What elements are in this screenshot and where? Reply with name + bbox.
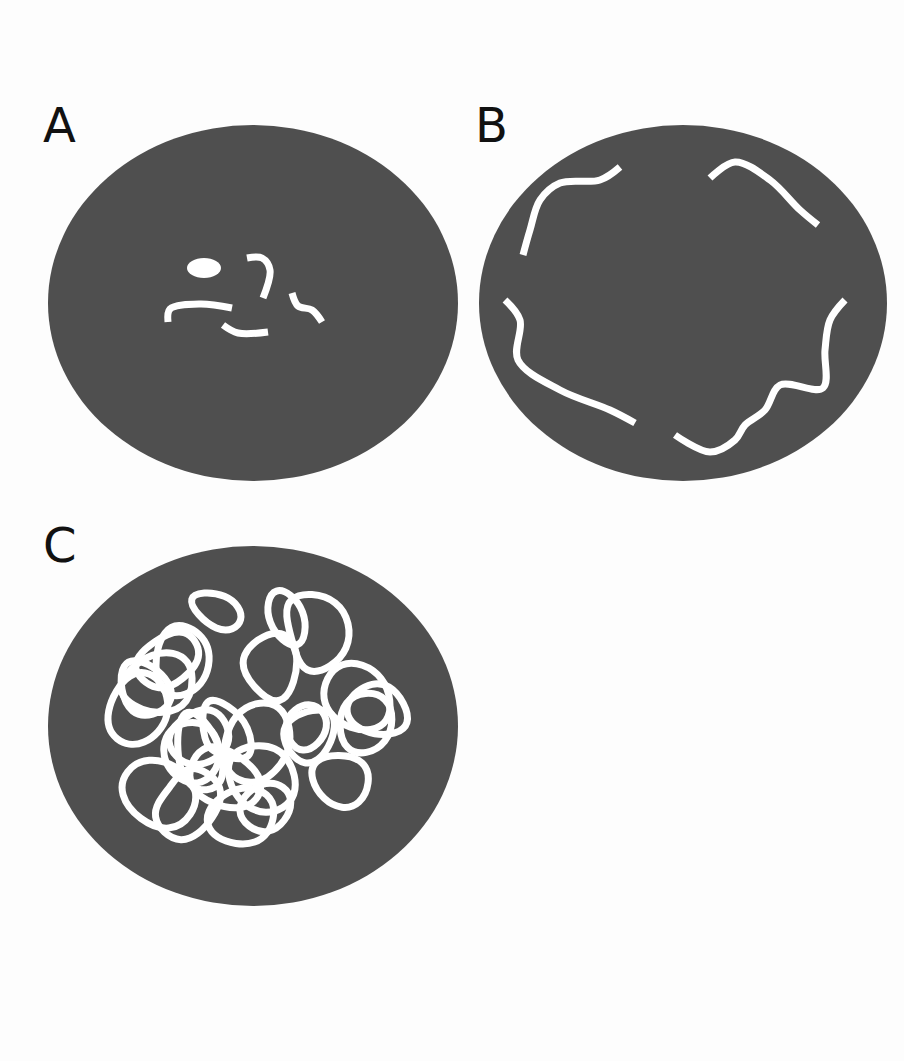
chromatin-strand bbox=[324, 663, 390, 729]
chromatin-strand bbox=[292, 293, 322, 322]
chromatin-strand bbox=[155, 769, 220, 840]
chromatin-strand bbox=[287, 594, 349, 671]
chromatin-strand bbox=[675, 300, 845, 452]
chromatin-strand bbox=[223, 325, 268, 334]
panel-letter: B bbox=[475, 100, 508, 150]
chromatin-strand bbox=[203, 700, 251, 758]
nucleolus bbox=[187, 258, 221, 278]
chromatin-strand bbox=[312, 755, 368, 807]
panel-letter: C bbox=[43, 520, 77, 570]
nucleus-panel: B bbox=[472, 100, 902, 490]
chromatin-strand bbox=[523, 167, 620, 255]
nucleus-panel: A bbox=[40, 100, 470, 490]
nucleus-drawing bbox=[40, 520, 470, 912]
panel-letter: A bbox=[43, 100, 76, 150]
chromatin-strand bbox=[286, 705, 326, 750]
nucleus-drawing bbox=[40, 100, 470, 490]
chromatin-strand bbox=[168, 304, 232, 322]
nucleus bbox=[48, 546, 458, 906]
chromatin-strand bbox=[136, 632, 199, 688]
nucleus bbox=[479, 125, 887, 481]
nucleus-panel: C bbox=[40, 520, 470, 912]
chromatin-strand bbox=[710, 162, 818, 225]
chromatin-strand bbox=[247, 257, 270, 298]
nucleus bbox=[48, 125, 458, 481]
nucleus-drawing bbox=[472, 100, 902, 490]
chromatin-strand bbox=[505, 300, 635, 423]
chromatin-strand bbox=[192, 593, 241, 630]
